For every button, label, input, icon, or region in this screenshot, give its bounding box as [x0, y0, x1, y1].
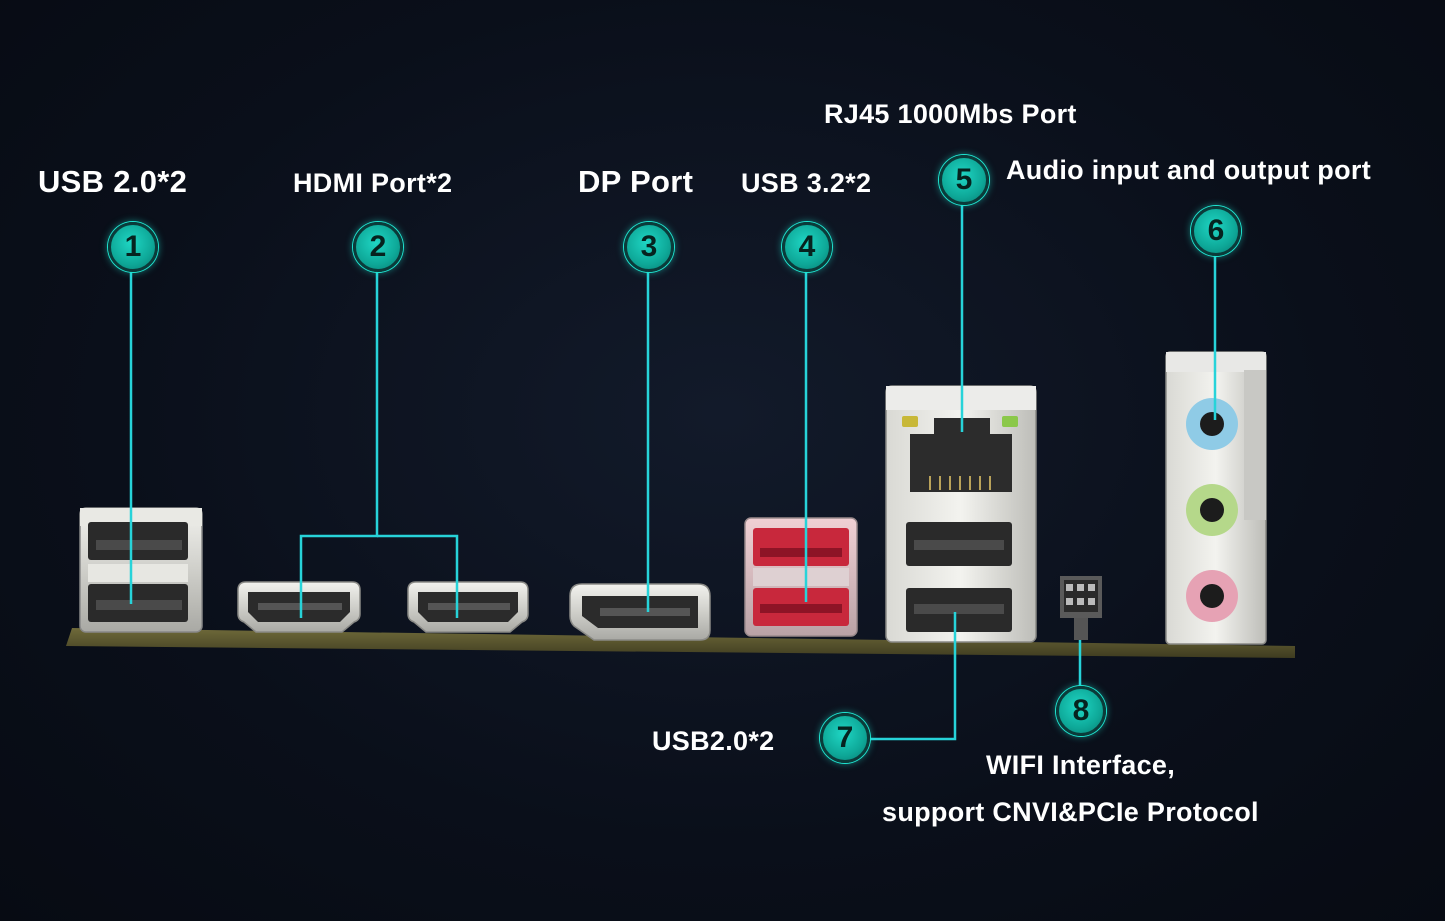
label-wifi-line1: WIFI Interface,: [986, 750, 1176, 780]
callout-badge-2: 2: [353, 222, 403, 272]
label-audio: Audio input and output port: [1006, 155, 1371, 185]
callout-badge-8: 8: [1056, 686, 1106, 736]
callout-badge-7: 7: [820, 713, 870, 763]
callout-lines: [129, 203, 1217, 741]
callout-line-2b: [377, 534, 459, 618]
callout-badge-5: 5: [939, 155, 989, 205]
rj45-usb-combo: [885, 385, 1037, 643]
usb32-stack: [744, 517, 858, 637]
callout-line-2a: [299, 270, 379, 618]
label-usb20-left: USB 2.0*2: [38, 164, 188, 199]
rj45-led-green: [1002, 416, 1018, 427]
audio-jacks: [1165, 351, 1267, 645]
label-usb20-lower: USB2.0*2: [652, 726, 775, 756]
hdmi-port-b: [407, 581, 529, 633]
wifi-header: [1060, 576, 1102, 640]
label-hdmi: HDMI Port*2: [293, 168, 453, 198]
callout-badge-3: 3: [624, 222, 674, 272]
displayport: [569, 583, 711, 641]
rj45-led-yellow: [902, 416, 918, 427]
callout-badge-4: 4: [782, 222, 832, 272]
usb2-stack-left: [79, 507, 203, 633]
rj45-socket: [910, 418, 1012, 492]
callout-line-7: [868, 612, 957, 741]
pcb-edge: [66, 628, 1295, 658]
callout-badge-1: 1: [108, 222, 158, 272]
label-usb32: USB 3.2*2: [741, 168, 872, 198]
callout-badge-6: 6: [1191, 206, 1241, 256]
label-dp: DP Port: [578, 164, 694, 199]
label-wifi-line2: support CNVI&PCIe Protocol: [882, 797, 1259, 827]
label-rj45: RJ45 1000Mbs Port: [824, 99, 1077, 129]
hdmi-port-a: [237, 581, 361, 633]
